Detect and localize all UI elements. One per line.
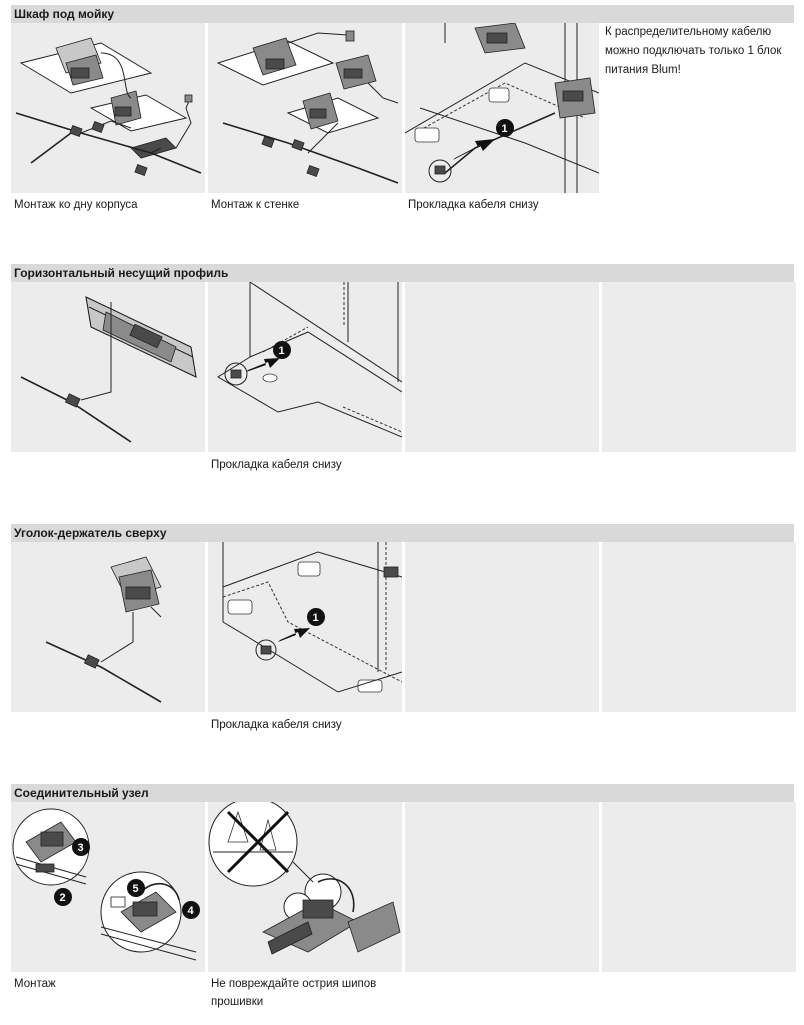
step-marker-2: 2	[60, 892, 66, 904]
caption-spikes-warning-line-1: Не повреждайте острия шипов	[211, 978, 377, 990]
caption-spikes-warning-line-2: прошивки	[211, 996, 264, 1008]
caption-assembly: Монтаж	[14, 978, 56, 990]
note-line-2: можно подключать только 1 блок	[605, 45, 782, 57]
note-line-3: питания Blum!	[605, 64, 681, 76]
illustration-cable-routing-below-1: 1	[405, 23, 599, 193]
empty-panel-s3-4	[602, 542, 796, 712]
illustration-mount-wall	[208, 23, 402, 193]
illustration-angle-bracket	[11, 542, 205, 712]
caption-cable-routing-below-3: Прокладка кабеля снизу	[211, 719, 342, 731]
illustration-connector-assembly: 3 2 4 5	[11, 802, 205, 972]
step-marker-1c: 1	[313, 612, 319, 624]
step-marker-1b: 1	[279, 345, 285, 357]
illustration-cable-routing-below-3: 1	[208, 542, 402, 712]
empty-panel-s2-4	[602, 282, 796, 452]
step-marker-1: 1	[502, 123, 508, 135]
step-marker-3: 3	[78, 842, 84, 854]
empty-panel-s2-3	[405, 282, 599, 452]
section-header-angle-bracket: Уголок-держатель сверху	[11, 524, 794, 542]
empty-panel-s4-3	[405, 802, 599, 972]
illustration-cable-routing-below-2: 1	[208, 282, 402, 452]
caption-mount-cabinet-bottom: Монтаж ко дну корпуса	[14, 199, 138, 211]
caption-cable-routing-below-2: Прокладка кабеля снизу	[211, 459, 342, 471]
blum-power-note: К распределительному кабелю можно подклю…	[605, 23, 795, 80]
illustration-connector-spikes-warning	[208, 802, 402, 972]
step-marker-4: 4	[188, 905, 195, 917]
step-marker-5: 5	[133, 883, 139, 895]
empty-panel-s3-3	[405, 542, 599, 712]
note-line-1: К распределительному кабелю	[605, 26, 772, 38]
section-header-sink-cabinet: Шкаф под мойку	[11, 5, 794, 23]
illustration-horizontal-profile	[11, 282, 205, 452]
caption-spikes-warning: Не повреждайте острия шипов прошивки	[211, 975, 401, 1011]
empty-panel-s4-4	[602, 802, 796, 972]
illustration-mount-cabinet-bottom	[11, 23, 205, 193]
caption-cable-routing-below: Прокладка кабеля снизу	[408, 199, 539, 211]
section-header-connector: Соединительный узел	[11, 784, 794, 802]
section-header-horizontal-profile: Горизонтальный несущий профиль	[11, 264, 794, 282]
caption-mount-wall: Монтаж к стенке	[211, 199, 300, 211]
